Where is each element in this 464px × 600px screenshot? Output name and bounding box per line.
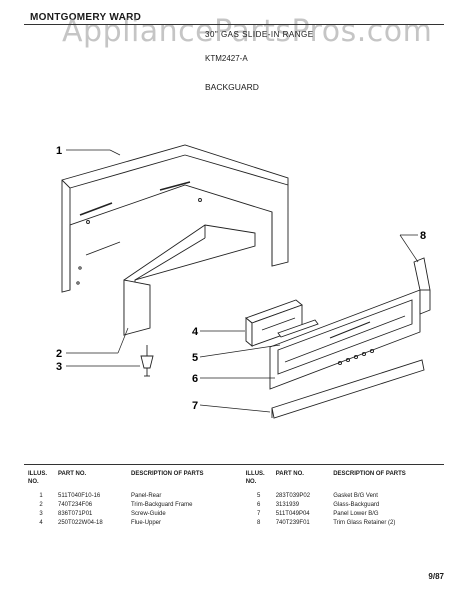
header-illus-no: ILLUS. NO.: [28, 471, 47, 485]
callout-5: 5: [192, 352, 198, 364]
trim-retainer-part: [413, 257, 431, 315]
part-number: 250T022W04-18: [58, 520, 103, 526]
leader-lines: [66, 149, 419, 413]
table-row: 2 740T234F06 Trim-Backguard Frame 6 3131…: [26, 501, 446, 510]
illus-number: 4: [39, 520, 43, 526]
header-rule: [24, 24, 444, 25]
part-description: Panel Lower B/G: [333, 511, 379, 517]
table-row: 3 836T071P01 Screw-Guide 7 511T049P04 Pa…: [26, 510, 446, 519]
brand-name: MONTGOMERY WARD: [30, 12, 142, 23]
illus-number: 5: [257, 493, 261, 499]
part-number: 740T239F01: [275, 520, 310, 526]
table-top-rule: [24, 464, 444, 465]
vent-gasket-part: [277, 319, 319, 338]
illus-number: 8: [257, 520, 261, 526]
part-number: 836T071P01: [58, 511, 93, 517]
header-part-no: PART NO.: [58, 471, 87, 477]
illus-number: 1: [39, 493, 43, 499]
callout-6: 6: [192, 373, 198, 385]
part-description: Trim-Backguard Frame: [130, 502, 193, 508]
model-number: KTM2427-A: [205, 54, 248, 63]
part-number: 3131939: [275, 502, 300, 508]
part-description: Panel-Rear: [130, 493, 162, 499]
backguard-glass-part: [269, 289, 421, 390]
illus-number: 2: [39, 502, 43, 508]
model-description: 30" GAS SLIDE-IN RANGE: [205, 30, 314, 39]
header-description: DESCRIPTION OF PARTS: [130, 471, 204, 477]
part-description: Trim Glass Retainer (2): [333, 520, 396, 526]
table-row: 1 511T040F10-16 Panel-Rear 5 283T039P02 …: [26, 492, 446, 501]
callout-4: 4: [192, 326, 199, 338]
illus-number: 7: [257, 511, 261, 517]
exploded-parts-diagram: 1 2 3 4 5 6 7 8: [56, 144, 431, 419]
part-number: 740T234F06: [58, 502, 93, 508]
table-row: 4 250T022W04-18 Flue-Upper 8 740T239F01 …: [26, 519, 446, 528]
lower-panel-part: [271, 359, 425, 419]
backguard-frame-part: [123, 224, 256, 336]
callout-1: 1: [56, 145, 62, 157]
part-number: 283T039P02: [275, 493, 311, 499]
rear-panel-part: [61, 144, 289, 293]
header-illus-no-right: ILLUS. NO.: [245, 471, 265, 485]
parts-table: ILLUS. NO. PART NO. DESCRIPTION OF PARTS…: [26, 470, 446, 528]
header-part-no-right: PART NO.: [275, 471, 304, 477]
part-description: Flue-Upper: [130, 520, 161, 526]
illus-number: 6: [257, 502, 261, 508]
page-number: 9/87: [428, 572, 444, 581]
upper-flue-part: [245, 299, 303, 347]
callout-3: 3: [56, 361, 62, 373]
illus-number: 3: [39, 511, 43, 517]
part-number: 511T049P04: [275, 511, 310, 517]
watermark: AppliancePartsPros.com: [62, 14, 433, 49]
part-description: Gasket B/G Vent: [333, 493, 378, 499]
part-number: 511T040F10-16: [58, 493, 101, 499]
section-title: BACKGUARD: [205, 82, 259, 92]
part-description: Screw-Guide: [130, 511, 166, 517]
callout-2: 2: [56, 348, 62, 360]
screw-guide-part: [140, 345, 154, 377]
callout-8: 8: [420, 230, 426, 242]
table-header-row: ILLUS. NO. PART NO. DESCRIPTION OF PARTS…: [26, 470, 446, 492]
callout-7: 7: [192, 400, 198, 412]
header-description-right: DESCRIPTION OF PARTS: [333, 471, 406, 477]
part-description: Glass-Backguard: [333, 502, 380, 508]
